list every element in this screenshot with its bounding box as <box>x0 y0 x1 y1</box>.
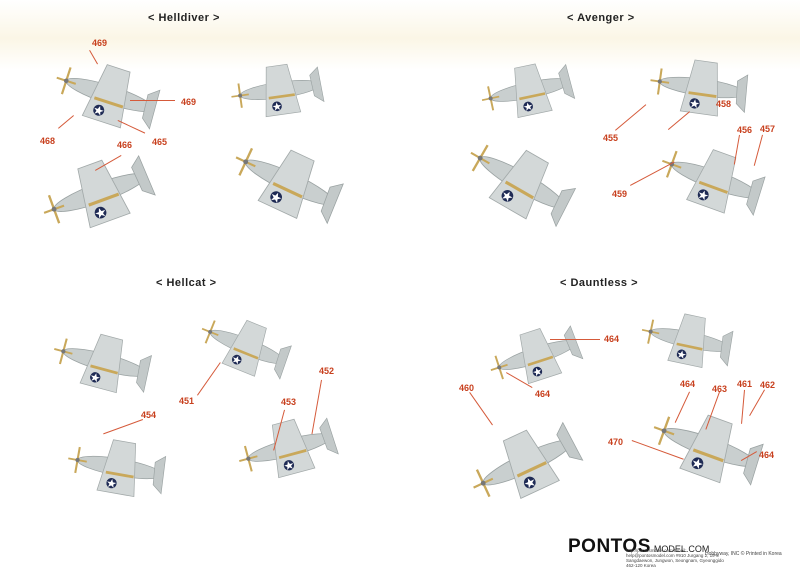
callout-464-b: 464 <box>535 389 551 399</box>
callout-468: 468 <box>40 136 56 146</box>
callout-454: 454 <box>141 410 157 420</box>
callout-461: 461 <box>737 379 753 389</box>
callout-462: 462 <box>760 380 776 390</box>
avenger-photo-1 <box>470 55 590 126</box>
hellcat-photo-1 <box>45 322 165 401</box>
hellcat-photo-4 <box>231 409 345 488</box>
section-title-dauntless: < Dauntless > <box>560 277 639 289</box>
callout-457: 457 <box>760 124 776 134</box>
callout-451: 451 <box>179 396 195 406</box>
helldiver-photo-3 <box>32 145 160 242</box>
callout-464-c: 464 <box>680 379 696 389</box>
footer-address: http://pontosmodel.com Email: help@ponto… <box>626 548 724 568</box>
callout-463: 463 <box>712 384 728 394</box>
leader-line <box>550 339 600 340</box>
callout-470: 470 <box>608 437 624 447</box>
section-title-helldiver: < Helldiver > <box>148 12 220 24</box>
callout-459: 459 <box>612 189 628 199</box>
callout-469-top: 469 <box>92 38 108 48</box>
helldiver-photo-4 <box>222 129 350 233</box>
callout-466: 466 <box>117 140 133 150</box>
callout-464-d: 464 <box>759 450 775 460</box>
section-title-avenger: < Avenger > <box>567 12 635 24</box>
logo-web: MODEL.COM <box>653 544 710 554</box>
dauntless-photo-3 <box>459 412 590 516</box>
callout-456: 456 <box>737 125 753 135</box>
callout-453: 453 <box>281 397 297 407</box>
helldiver-photo-2 <box>225 55 335 125</box>
dauntless-photo-1 <box>480 317 595 395</box>
logo-brand: PONTOS <box>568 536 651 557</box>
callout-464-a: 464 <box>604 334 620 344</box>
footer-copyright: Hobbyway, INC © Printed in Korea <box>705 551 782 557</box>
callout-469-right: 469 <box>181 97 197 107</box>
header-band <box>0 0 800 70</box>
callout-460: 460 <box>459 383 475 393</box>
section-title-hellcat: < Hellcat > <box>156 277 217 289</box>
callout-465: 465 <box>152 137 168 147</box>
avenger-photo-2 <box>640 50 765 125</box>
callout-455: 455 <box>603 133 619 143</box>
callout-458: 458 <box>716 99 732 109</box>
dauntless-photo-2 <box>635 304 745 375</box>
avenger-photo-3 <box>454 125 585 235</box>
callout-452: 452 <box>319 366 335 376</box>
hellcat-photo-2 <box>191 304 300 387</box>
hellcat-photo-3 <box>60 430 180 505</box>
leader-line <box>130 100 175 101</box>
